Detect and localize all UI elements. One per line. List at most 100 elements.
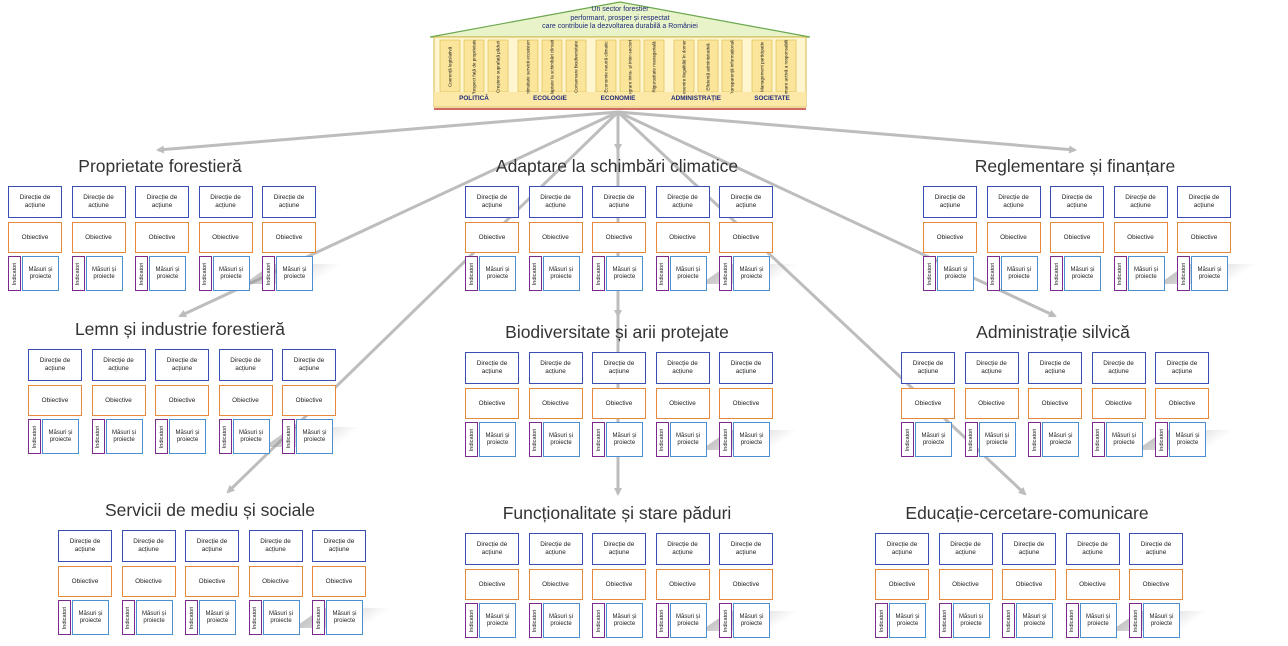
objectives-box: Obiective: [1002, 569, 1056, 600]
indicators-box: Indicatori: [1129, 603, 1142, 638]
indicators-text: Indicatori: [468, 609, 475, 632]
indicators-text: Indicatori: [468, 262, 475, 285]
direction-box: Direcție de acțiune: [465, 186, 519, 218]
pillar-text: Transparență informațională: [729, 40, 735, 94]
indicators-text: Indicatori: [1180, 262, 1187, 285]
direction-box: Direcție de acțiune: [964, 352, 1019, 384]
vision-line: performant, prosper și respectat: [570, 14, 670, 22]
indicators-box: Indicatori: [592, 603, 605, 638]
objectives-box: Obiective: [135, 222, 189, 253]
measures-box: Măsuri și proiecte: [262, 600, 300, 635]
pillar-label: Economie neutră climatic: [599, 40, 613, 94]
indicators-text: Indicatori: [990, 262, 996, 285]
indicators-text: Indicatori: [722, 428, 729, 451]
objectives-box: Obiective: [719, 222, 773, 253]
indicators-box: Indicatori: [592, 256, 605, 291]
indicators-box: Indicatori: [218, 419, 232, 454]
measures-box: Măsuri și proiecte: [72, 600, 109, 635]
objectives-box: Obiective: [719, 569, 773, 600]
objectives-box: Obiective: [986, 222, 1041, 253]
indicators-box: Indicatori: [655, 603, 669, 638]
indicators-box: Indicatori: [465, 603, 478, 638]
objectives-box: Obiective: [964, 388, 1019, 419]
objectives-box: Obiective: [719, 388, 773, 419]
objectives-box: Obiective: [923, 222, 977, 253]
indicators-text: Indicatori: [595, 609, 602, 632]
direction-box: Direcție de acțiune: [28, 349, 82, 381]
pillar-text: Conservare biodiversitate: [573, 40, 579, 94]
measures-box: Măsuri și proiecte: [1169, 422, 1206, 457]
measures-box: Măsuri și proiecte: [733, 422, 770, 457]
indicators-box: Indicatori: [198, 256, 212, 291]
indicators-text: Indicatori: [659, 609, 665, 632]
indicators-text: Indicatori: [202, 262, 208, 285]
direction-box: Direcție de acțiune: [465, 533, 519, 565]
pillar-text: Integrare intra- și inter-sectorială: [627, 40, 633, 94]
section-title: Servicii de mediu și sociale: [104, 500, 316, 520]
measures-box: Măsuri și proiecte: [669, 422, 707, 457]
pillar-label: Coerență legislativă: [443, 40, 457, 94]
indicators-box: Indicatori: [1155, 422, 1168, 457]
section-title: Lemn și industrie forestieră: [74, 319, 286, 339]
indicators-box: Indicatori: [1113, 256, 1127, 291]
objectives-box: Obiective: [655, 569, 710, 600]
direction-box: Direcție de acțiune: [528, 533, 583, 565]
indicators-box: Indicatori: [248, 600, 262, 635]
measures-box: Măsuri și proiecte: [479, 603, 516, 638]
objectives-box: Obiective: [875, 569, 929, 600]
category-politica: POLITICĂ: [459, 95, 489, 102]
measures-box: Măsuri și proiecte: [212, 256, 250, 291]
objectives-box: Obiective: [155, 385, 209, 416]
measures-box: Măsuri și proiecte: [915, 422, 952, 457]
pillar-label: Rigurozitate managerială: [647, 40, 661, 94]
pillar-label: Management participativ: [755, 40, 769, 94]
measures-box: Măsuri și proiecte: [135, 600, 173, 635]
pillar-text: Eficiență administrativă: [705, 43, 711, 91]
direction-box: Direcție de acțiune: [592, 186, 646, 218]
indicators-text: Indicatori: [1117, 262, 1123, 285]
indicators-text: Indicatori: [285, 425, 292, 448]
indicators-box: Indicatori: [964, 422, 978, 457]
arrow-administratie: [617, 110, 1057, 318]
indicators-text: Indicatori: [926, 262, 933, 285]
direction-box: Direcție de acțiune: [8, 186, 62, 218]
measures-box: Măsuri și proiecte: [169, 419, 206, 454]
direction-box: Direcție de acțiune: [185, 530, 239, 562]
objectives-box: Obiective: [8, 222, 62, 253]
measures-box: Măsuri și proiecte: [733, 256, 770, 291]
objectives-box: Obiective: [28, 385, 82, 416]
indicators-box: Indicatori: [655, 422, 669, 457]
indicators-box: Indicatori: [923, 256, 936, 291]
direction-box: Direcție de acțiune: [719, 352, 773, 384]
direction-box: Direcție de acțiune: [312, 530, 366, 562]
direction-box: Direcție de acțiune: [465, 352, 519, 384]
objectives-box: Obiective: [58, 566, 112, 597]
direction-box: Direcție de acțiune: [655, 186, 710, 218]
pillar-text: Prevenire ilegalități în domeniu: [681, 40, 687, 94]
category-administratie: ADMINISTRAȚIE: [670, 95, 722, 102]
objectives-box: Obiective: [655, 388, 710, 419]
measures-box: Măsuri și proiecte: [1127, 256, 1165, 291]
measures-box: Măsuri și proiecte: [542, 603, 580, 638]
category-ecologie: ECOLOGIE: [533, 95, 567, 102]
indicators-text: Indicatori: [265, 262, 272, 285]
objectives-box: Obiective: [528, 569, 583, 600]
measures-box: Măsuri și proiecte: [85, 256, 123, 291]
